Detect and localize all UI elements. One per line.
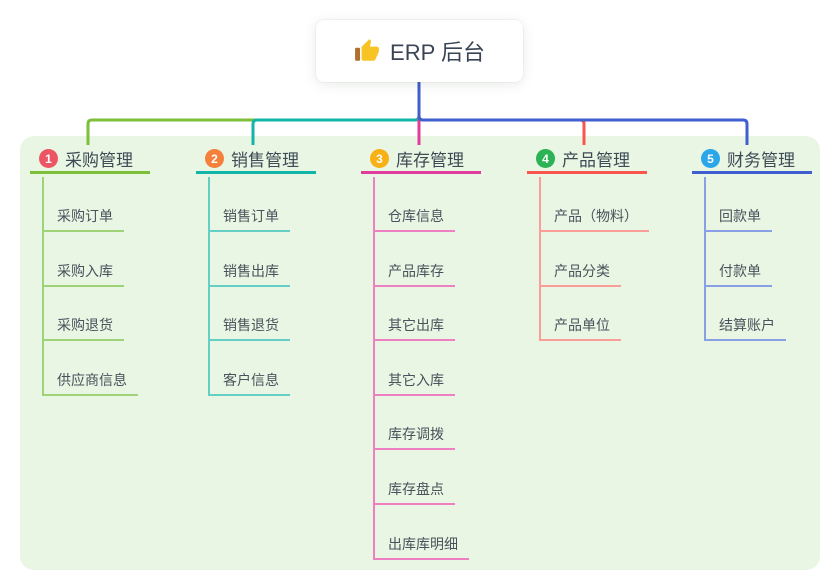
connector-finance <box>417 82 749 145</box>
branch-number-badge: 3 <box>370 149 389 168</box>
child-node[interactable]: 客户信息 <box>208 368 290 396</box>
child-node[interactable]: 结算账户 <box>704 313 786 341</box>
branch-number-badge: 5 <box>701 149 720 168</box>
mindmap-background-panel <box>20 136 820 570</box>
child-node[interactable]: 出库库明细 <box>373 532 469 560</box>
child-node[interactable]: 库存调拨 <box>373 422 455 450</box>
child-node[interactable]: 销售退货 <box>208 313 290 341</box>
trunk-line-inventory <box>373 177 375 558</box>
child-node[interactable]: 库存盘点 <box>373 477 455 505</box>
branch-number-badge: 1 <box>39 149 58 168</box>
branch-label: 采购管理 <box>65 151 133 170</box>
branch-node-product[interactable]: 4 产品管理 <box>527 146 647 174</box>
child-node[interactable]: 销售订单 <box>208 204 290 232</box>
child-node[interactable]: 产品单位 <box>539 313 621 341</box>
branch-label: 销售管理 <box>231 151 299 170</box>
connector-sales <box>251 82 421 145</box>
branch-number-badge: 4 <box>536 149 555 168</box>
branch-node-sales[interactable]: 2 销售管理 <box>196 146 316 174</box>
branch-number-badge: 2 <box>205 149 224 168</box>
child-node[interactable]: 采购订单 <box>42 204 124 232</box>
child-node[interactable]: 回款单 <box>704 204 772 232</box>
branch-node-finance[interactable]: 5 财务管理 <box>692 146 812 174</box>
child-node[interactable]: 其它入库 <box>373 368 455 396</box>
trunk-line-product <box>539 177 541 339</box>
child-node[interactable]: 采购退货 <box>42 313 124 341</box>
child-node[interactable]: 产品分类 <box>539 259 621 287</box>
branch-node-purchase[interactable]: 1 采购管理 <box>30 146 150 174</box>
child-node[interactable]: 产品（物料） <box>539 204 649 232</box>
branch-node-inventory[interactable]: 3 库存管理 <box>361 146 481 174</box>
child-node[interactable]: 仓库信息 <box>373 204 455 232</box>
branch-label: 财务管理 <box>727 151 795 170</box>
trunk-line-finance <box>704 177 706 339</box>
root-node[interactable]: ERP 后台 <box>316 20 523 82</box>
child-node[interactable]: 其它出库 <box>373 313 455 341</box>
branch-label: 库存管理 <box>396 151 464 170</box>
child-node[interactable]: 销售出库 <box>208 259 290 287</box>
branch-label: 产品管理 <box>562 151 630 170</box>
root-label: ERP 后台 <box>390 40 485 65</box>
child-node[interactable]: 采购入库 <box>42 259 124 287</box>
child-node[interactable]: 付款单 <box>704 259 772 287</box>
child-node[interactable]: 供应商信息 <box>42 368 138 396</box>
thumbs-up-icon <box>354 38 380 64</box>
child-node[interactable]: 产品库存 <box>373 259 455 287</box>
connector-product <box>417 82 586 145</box>
